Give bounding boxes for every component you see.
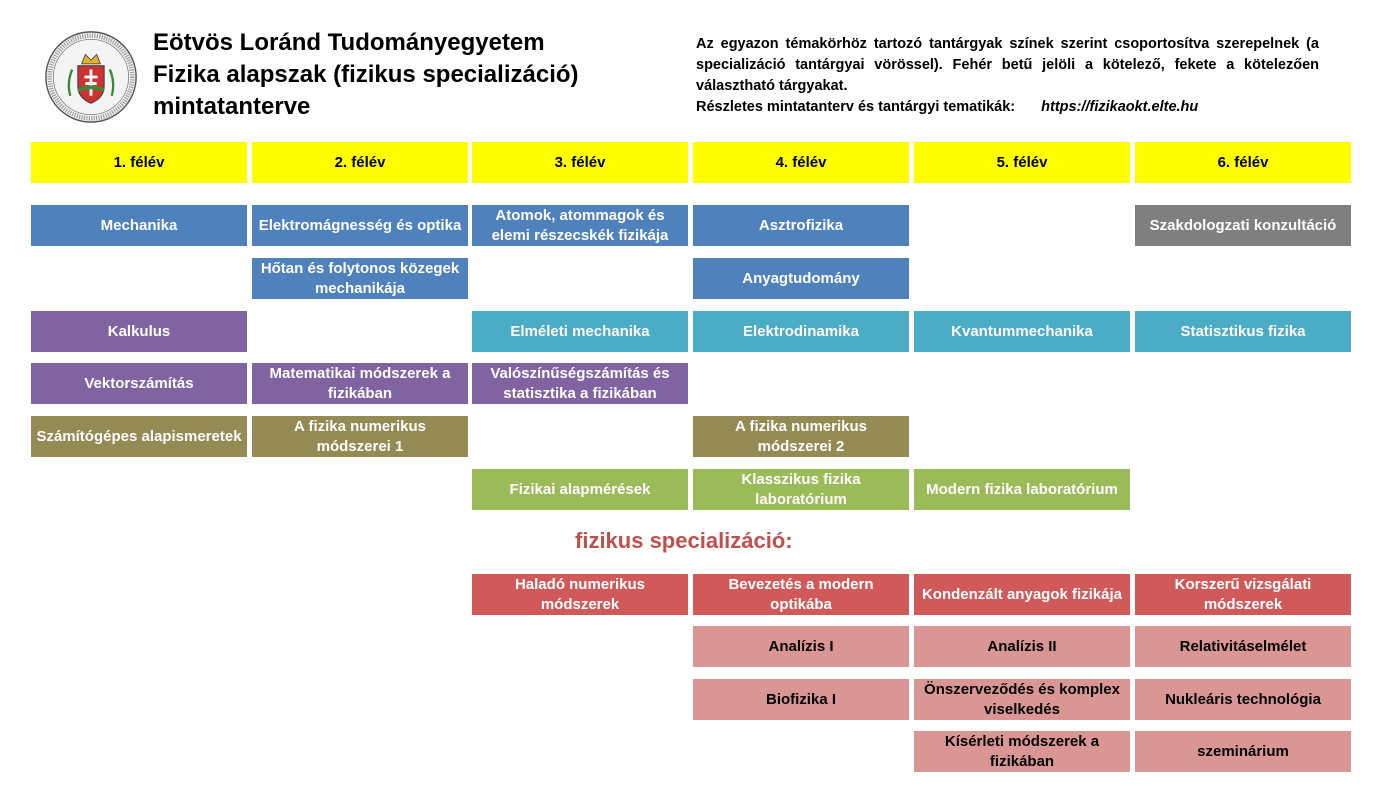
- course-asztrofizika: Asztrofizika: [693, 205, 909, 246]
- legend-note: Az egyazon témakörhöz tartozó tantárgyak…: [696, 34, 1319, 118]
- legend-text: Az egyazon témakörhöz tartozó tantárgyak…: [696, 36, 1319, 94]
- spec-halado-numerikus: Haladó numerikus módszerek: [472, 574, 688, 615]
- spec-relativitas: Relativitáselmélet: [1135, 626, 1351, 667]
- spec-szeminarium: szeminárium: [1135, 731, 1351, 772]
- title-program: Fizika alapszak (fizikus specializáció): [153, 61, 579, 88]
- course-kalkulus: Kalkulus: [31, 311, 247, 352]
- course-vektorszamitas: Vektorszámítás: [31, 363, 247, 404]
- link-label: Részletes mintatanterv és tantárgyi tema…: [696, 99, 1016, 115]
- course-atomok: Atomok, atommagok és elemi részecskék fi…: [472, 205, 688, 246]
- course-statisztikus: Statisztikus fizika: [1135, 311, 1351, 352]
- course-modern-lab: Modern fizika laboratórium: [914, 469, 1130, 510]
- course-elektromagnesseg: Elektromágnesség és optika: [252, 205, 468, 246]
- course-elektrodinamika: Elektrodinamika: [693, 311, 909, 352]
- title-curriculum: mintatanterve: [153, 93, 311, 120]
- semester-5-header: 5. félév: [914, 142, 1130, 183]
- course-hotan: Hőtan és folytonos közegek mechanikája: [252, 258, 468, 299]
- course-kvantummechanika: Kvantummechanika: [914, 311, 1130, 352]
- course-klasszikus-lab: Klasszikus fizika laboratórium: [693, 469, 909, 510]
- spec-korszeru: Korszerű vizsgálati módszerek: [1135, 574, 1351, 615]
- curriculum-link[interactable]: https://fizikaokt.elte.hu: [1041, 99, 1199, 115]
- spec-kiserleti: Kísérleti módszerek a fizikában: [914, 731, 1130, 772]
- spec-kondenzalt: Kondenzált anyagok fizikája: [914, 574, 1130, 615]
- semester-6-header: 6. félév: [1135, 142, 1351, 183]
- course-elmeleti-mechanika: Elméleti mechanika: [472, 311, 688, 352]
- spec-modern-optika: Bevezetés a modern optikába: [693, 574, 909, 615]
- spec-analizis-1: Analízis I: [693, 626, 909, 667]
- spec-onszervezodes: Önszerveződés és komplex viselkedés: [914, 679, 1130, 720]
- course-valoszinuseg: Valószínűségszámítás és statisztika a fi…: [472, 363, 688, 404]
- course-alapmeresek: Fizikai alapmérések: [472, 469, 688, 510]
- semester-1-header: 1. félév: [31, 142, 247, 183]
- course-mechanika: Mechanika: [31, 205, 247, 246]
- course-anyagtudomany: Anyagtudomány: [693, 258, 909, 299]
- page-title: Eötvös Loránd Tudományegyetem Fizika ala…: [153, 27, 673, 123]
- specialization-heading: fizikus specializáció:: [575, 528, 793, 553]
- link-row: Részletes mintatanterv és tantárgyi tema…: [696, 97, 1319, 118]
- spec-nuklearis: Nukleáris technológia: [1135, 679, 1351, 720]
- spec-analizis-2: Analízis II: [914, 626, 1130, 667]
- course-numerikus-2: A fizika numerikus módszerei 2: [693, 416, 909, 457]
- course-numerikus-1: A fizika numerikus módszerei 1: [252, 416, 468, 457]
- title-university: Eötvös Loránd Tudományegyetem: [153, 29, 545, 56]
- course-matematikai-modszerek: Matematikai módszerek a fizikában: [252, 363, 468, 404]
- semester-3-header: 3. félév: [472, 142, 688, 183]
- course-szakdolgozat: Szakdologzati konzultáció: [1135, 205, 1351, 246]
- semester-2-header: 2. félév: [252, 142, 468, 183]
- university-seal-logo: [45, 31, 137, 123]
- course-szamitogepes: Számítógépes alapismeretek: [31, 416, 247, 457]
- spec-biofizika: Biofizika I: [693, 679, 909, 720]
- semester-4-header: 4. félév: [693, 142, 909, 183]
